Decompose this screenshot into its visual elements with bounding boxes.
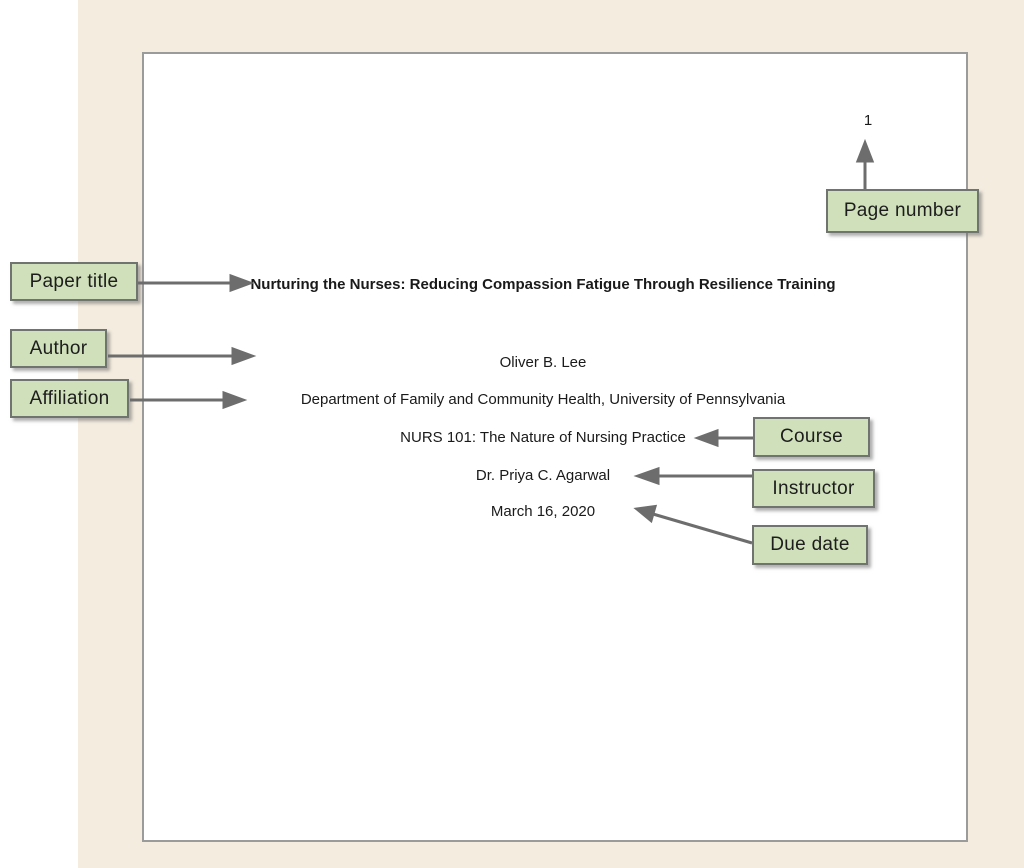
instructor-label: Instructor <box>752 469 875 508</box>
affiliation-label: Affiliation <box>10 379 129 418</box>
paper-title-text: Nurturing the Nurses: Reducing Compassio… <box>250 276 836 293</box>
author-label-text: Author <box>29 337 88 359</box>
affiliation-label-text: Affiliation <box>29 387 110 409</box>
paper-title-label: Paper title <box>10 262 138 301</box>
instructor-label-text: Instructor <box>772 477 855 499</box>
instructor-text: Dr. Priya C. Agarwal <box>475 467 611 484</box>
due-date-label: Due date <box>752 525 868 565</box>
author-text: Oliver B. Lee <box>499 354 587 371</box>
page-number-label-text: Page number <box>843 200 962 221</box>
course-label: Course <box>753 417 870 457</box>
due-date-text: March 16, 2020 <box>490 503 596 520</box>
page-number-label: Page number <box>826 189 979 233</box>
course-text: NURS 101: The Nature of Nursing Practice <box>400 429 686 446</box>
affiliation-text: Department of Family and Community Healt… <box>300 391 786 408</box>
due-date-label-text: Due date <box>770 534 850 555</box>
page-number-value: 1 <box>863 112 873 129</box>
course-label-text: Course <box>779 426 844 447</box>
paper-title-label-text: Paper title <box>29 270 119 292</box>
author-label: Author <box>10 329 107 368</box>
